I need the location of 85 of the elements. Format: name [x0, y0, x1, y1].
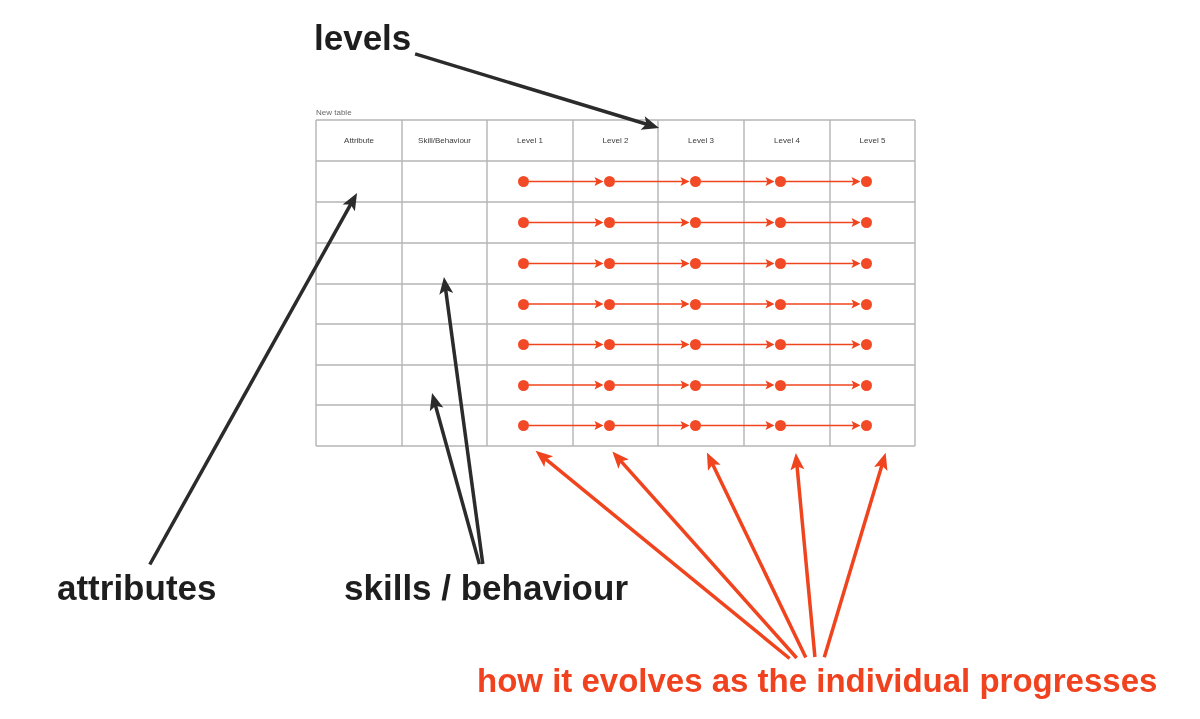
leader-arrow: [429, 393, 482, 565]
leader-arrow: [535, 450, 791, 660]
progress-dot: [774, 339, 786, 350]
progress-dot: [517, 298, 529, 310]
progress-dot: [860, 339, 872, 350]
arrow: [699, 380, 775, 390]
progress-dot: [689, 298, 701, 310]
leader-arrow: [822, 452, 888, 658]
arrow: [699, 299, 775, 309]
arrow: [613, 299, 690, 309]
arrow: [613, 421, 690, 430]
column-header: Level 4: [774, 135, 800, 146]
arrow: [527, 299, 604, 309]
progress-dot: [774, 176, 786, 187]
arrow: [527, 340, 604, 349]
arrow: [613, 177, 690, 186]
progress-dot: [517, 176, 529, 187]
progress-dot: [603, 176, 615, 187]
progress-dot: [603, 217, 615, 228]
leader-arrow: [148, 193, 358, 566]
progress-dot: [774, 379, 786, 391]
progress-dot: [860, 217, 872, 228]
annotation-text: skills / behaviour: [344, 568, 628, 608]
progress-dot: [774, 258, 786, 269]
annotation-text: how it evolves as the individual progresses: [477, 661, 1158, 701]
arrow: [613, 380, 690, 390]
leader-arrow: [612, 451, 798, 660]
leader-arrow: [439, 277, 485, 565]
progress-dot: [603, 258, 615, 269]
progress-dot: [860, 176, 872, 187]
progress-dot: [689, 258, 701, 269]
arrow: [613, 340, 690, 349]
progress-dot: [689, 339, 701, 350]
progress-dot: [860, 258, 872, 269]
progress-dot: [774, 420, 786, 431]
table: [316, 120, 916, 447]
arrow: [784, 421, 861, 430]
progress-dot: [603, 379, 615, 391]
progress-dot: [689, 379, 701, 391]
progress-dot: [517, 217, 529, 228]
arrow: [699, 218, 775, 227]
arrow: [699, 259, 775, 268]
annotation-text: attributes: [57, 568, 217, 608]
progress-dot: [517, 379, 529, 391]
column-header: Level 2: [602, 135, 629, 146]
arrow: [784, 218, 861, 227]
arrow: [527, 177, 604, 186]
column-header: Level 3: [688, 135, 714, 146]
column-header: Skill/Behaviour: [418, 135, 471, 146]
table-caption: New table: [316, 108, 352, 118]
arrow: [784, 299, 861, 309]
arrow: [784, 340, 861, 349]
progress-dot: [774, 217, 786, 228]
progress-dot: [517, 420, 529, 431]
progress-dot: [689, 420, 701, 431]
arrow: [784, 380, 861, 390]
column-header: Attribute: [344, 135, 374, 146]
progress-dot: [689, 217, 701, 228]
progress-dot: [860, 298, 872, 310]
arrow: [784, 259, 861, 268]
annotation-text: levels: [314, 18, 412, 58]
arrow: [784, 177, 861, 186]
progress-dot: [689, 176, 701, 187]
progress-dot: [517, 339, 529, 350]
arrow: [527, 421, 604, 430]
leader-arrow: [790, 452, 817, 658]
column-header: Level 1: [517, 135, 543, 146]
arrow: [699, 177, 775, 186]
leader-arrow: [706, 452, 808, 659]
arrow: [613, 259, 690, 268]
arrow: [699, 340, 775, 349]
arrow: [613, 218, 690, 227]
progress-dot: [603, 298, 615, 310]
progress-dot: [860, 379, 872, 391]
arrow: [527, 259, 604, 268]
progress-dot: [860, 420, 872, 431]
progress-dot: [603, 420, 615, 431]
progress-dot: [603, 339, 615, 350]
arrow: [527, 218, 604, 227]
progress-dot: [517, 258, 529, 269]
progress-dot: [774, 298, 786, 310]
arrow: [699, 421, 775, 430]
arrow: [527, 380, 604, 390]
leader-arrow: [414, 52, 660, 130]
column-header: Level 5: [859, 135, 886, 146]
